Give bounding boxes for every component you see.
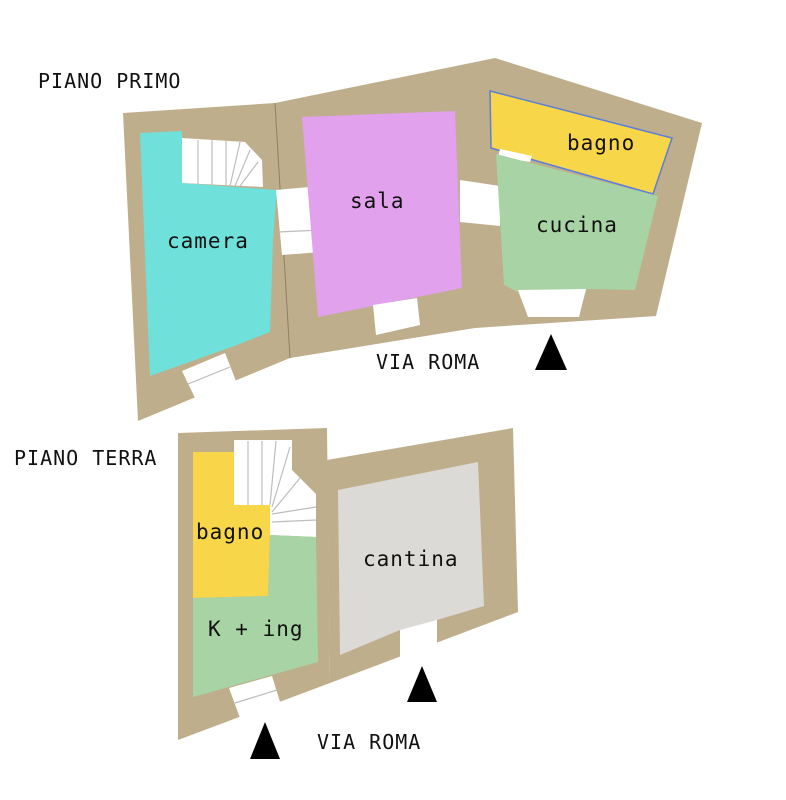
label-camera: camera (167, 229, 249, 253)
room-bagno-first (489, 90, 673, 195)
room-bagno-ground (193, 452, 270, 598)
first-floor-title: PIANO PRIMO (38, 69, 181, 93)
label-kitchen-ground: K + ing (208, 617, 304, 641)
ground-floor-title: PIANO TERRA (14, 446, 157, 470)
entrance-marker-first (535, 334, 567, 370)
entrance-marker-ground-left (250, 722, 280, 759)
window-sala (373, 298, 420, 335)
entrance-cucina (518, 289, 586, 317)
room-camera (140, 131, 277, 376)
room-sala (302, 111, 462, 317)
label-bagno-first: bagno (567, 131, 635, 155)
ground-floor-stairs (234, 440, 317, 537)
first-floor-stairs (182, 138, 263, 187)
label-cucina: cucina (536, 213, 618, 237)
label-cantina: cantina (363, 547, 459, 571)
doorway-sala-cucina (460, 180, 500, 226)
room-kitchen-ground (193, 535, 318, 697)
entrance-marker-ground-right (407, 666, 437, 702)
room-cucina (496, 154, 658, 316)
label-sala: sala (350, 189, 405, 213)
entrance-cantina (400, 620, 437, 667)
ground-floor-street: VIA ROMA (317, 730, 421, 754)
room-cantina (338, 462, 484, 655)
first-floor-street: VIA ROMA (376, 350, 480, 374)
label-bagno-ground: bagno (196, 520, 264, 544)
doorway-bagno-cucina (498, 149, 532, 162)
